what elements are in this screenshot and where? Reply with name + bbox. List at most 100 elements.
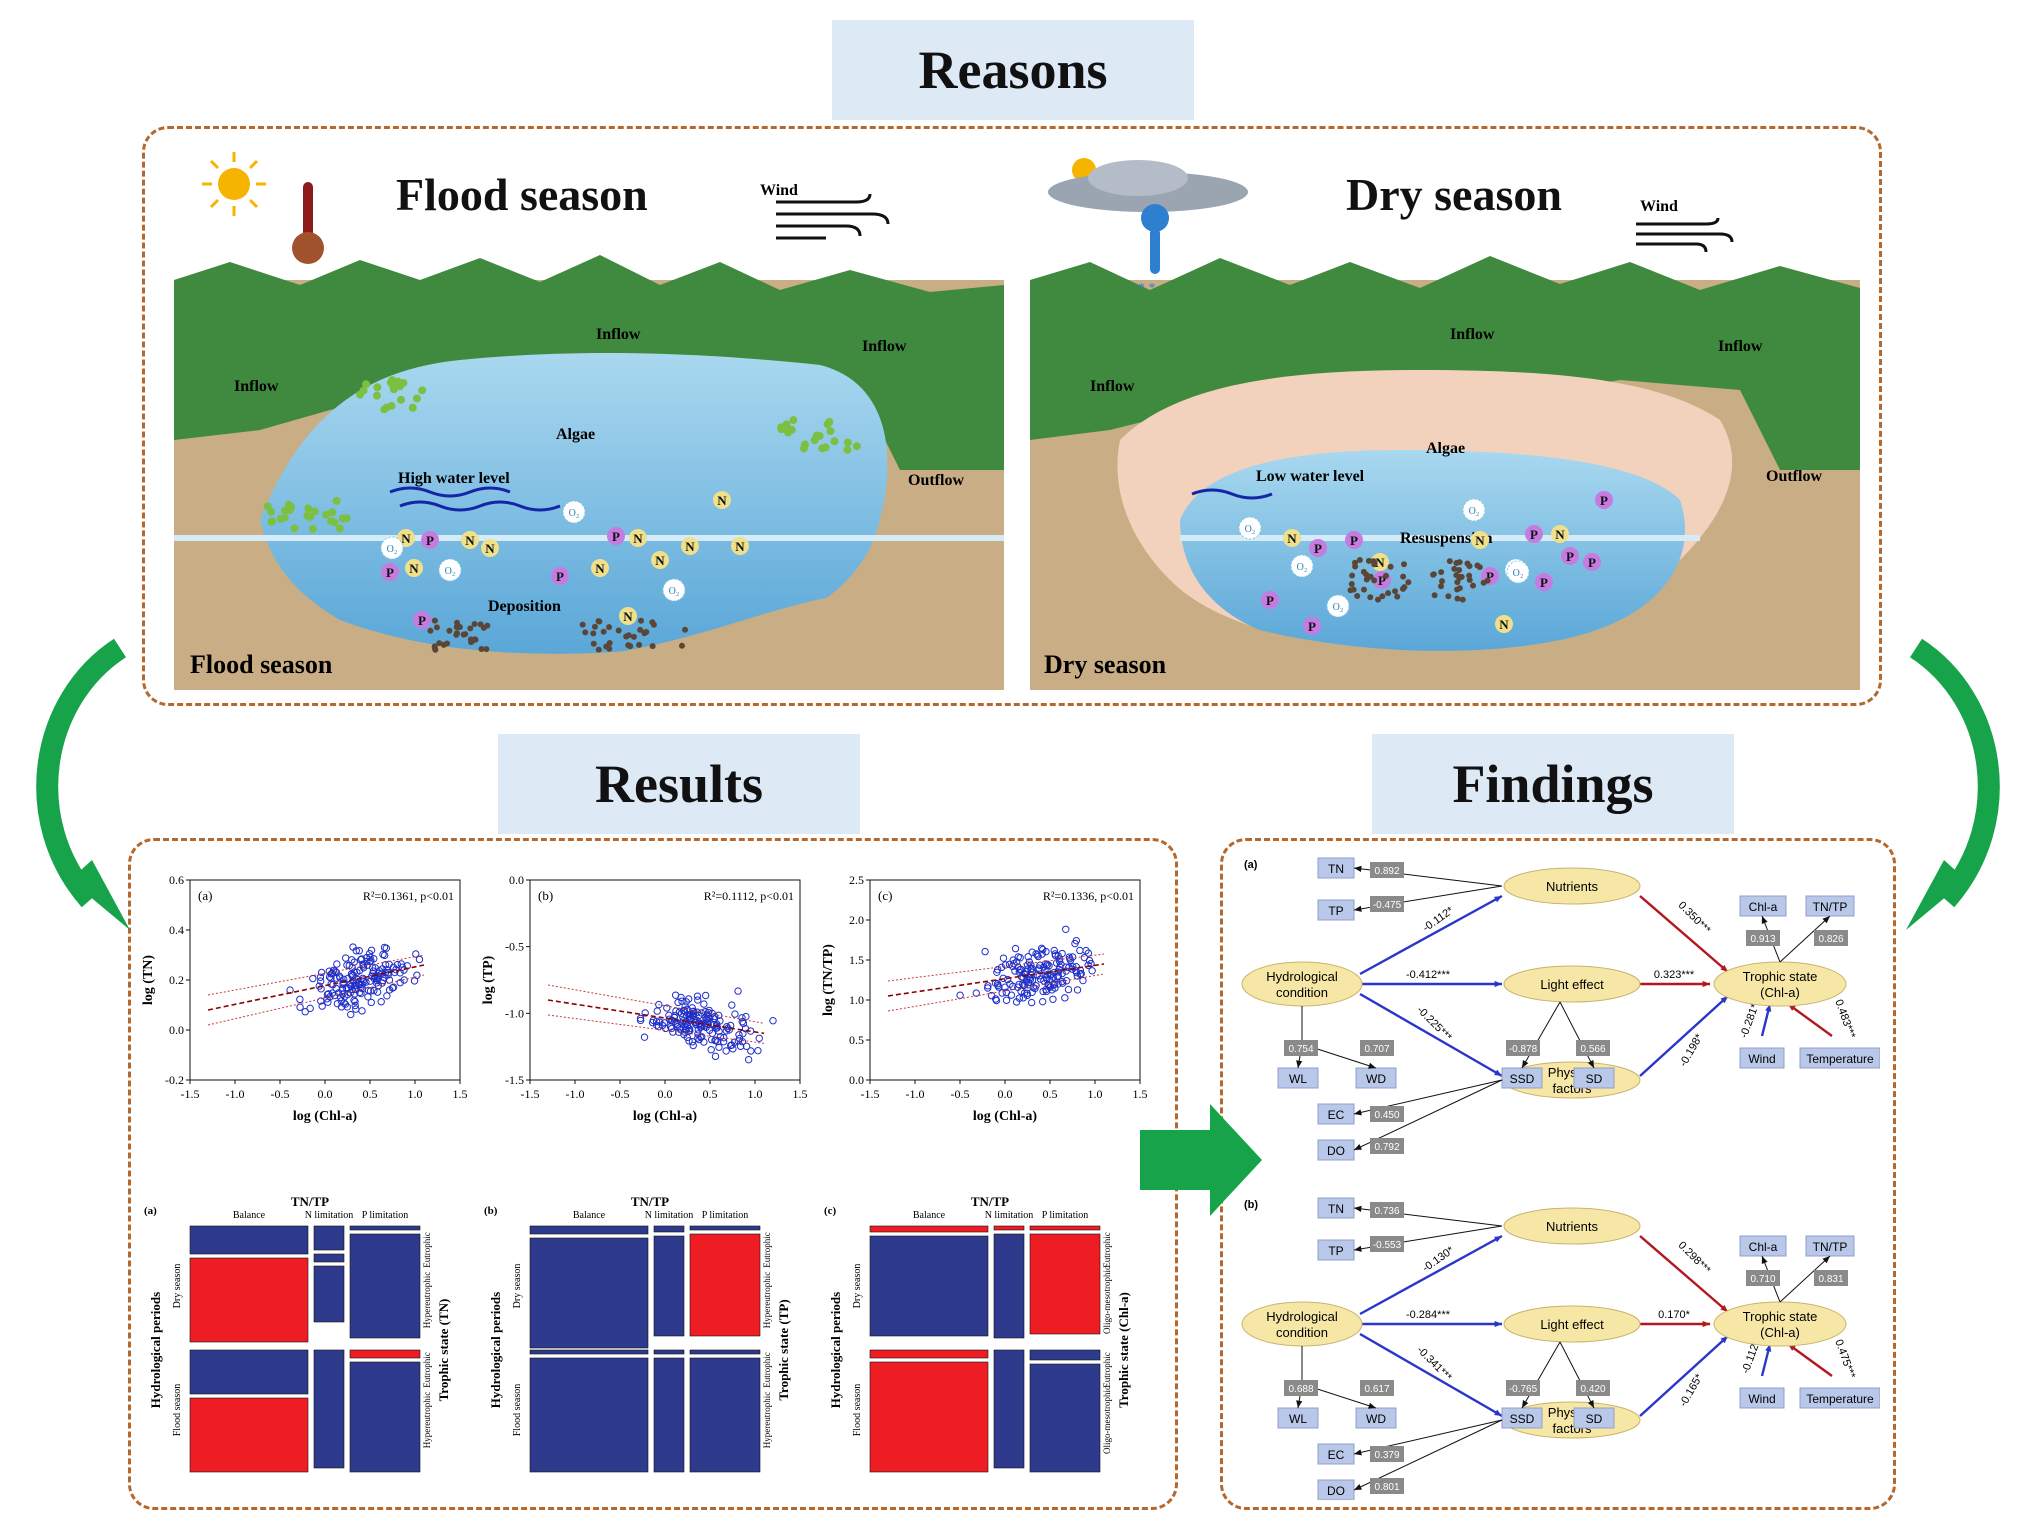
sediment-dot <box>1394 593 1401 600</box>
algae-dot <box>335 524 344 533</box>
sediment-dot <box>454 630 461 637</box>
flood-water-level-label: High water level <box>398 470 510 487</box>
sediment-dot <box>478 646 485 653</box>
nutrient-letter: P <box>1350 533 1358 548</box>
dry-inflow-label: Inflow <box>1450 326 1495 343</box>
ssd-box-label: SSD <box>1510 1072 1535 1086</box>
sediment-dot <box>623 633 630 640</box>
path-arrow <box>1639 1235 1729 1313</box>
oxygen-letter: O₂ <box>669 586 680 597</box>
arrowhead <box>1494 1069 1502 1076</box>
loading-box <box>1746 1270 1780 1286</box>
mosaic-right-label: Trophic state (TN) <box>436 1299 451 1402</box>
loading-box <box>1360 1040 1394 1056</box>
data-point <box>1028 988 1036 996</box>
mosaic-top-label: TN/TP <box>971 1194 1009 1209</box>
data-point <box>1082 946 1090 955</box>
data-point <box>1024 978 1033 987</box>
loading-box <box>1360 1380 1394 1396</box>
algae-dot <box>330 518 339 527</box>
y-axis-label: log (TN) <box>141 955 156 1006</box>
data-point <box>358 955 366 963</box>
data-point <box>653 1007 661 1015</box>
loading-value: 0.420 <box>1580 1384 1605 1395</box>
loading-value: 0.892 <box>1374 866 1399 877</box>
r2-annotation: R²=0.1112, p<0.01 <box>704 889 794 903</box>
data-point <box>682 998 690 1006</box>
trend-line <box>887 963 1105 997</box>
y-axis-label: log (TP) <box>481 955 496 1004</box>
oxygen-letter: O₂ <box>1297 562 1308 573</box>
nitrogen-marker <box>651 551 669 569</box>
data-point <box>316 977 325 985</box>
data-point <box>738 1014 746 1022</box>
data-point <box>1066 955 1074 963</box>
flood-corner-label: Flood season <box>190 650 333 679</box>
arrowhead <box>1761 916 1768 924</box>
right-arrowhead <box>1906 860 1966 930</box>
y-tick-label: 0.0 <box>509 873 524 887</box>
data-point <box>1071 939 1079 948</box>
mosaic-cell <box>689 1233 761 1337</box>
light-effect-node-label: Light effect <box>1540 977 1604 992</box>
x-tick-label: -1.5 <box>181 1087 200 1101</box>
data-point <box>378 979 386 987</box>
x-tick-label: 1.0 <box>748 1087 763 1101</box>
data-point <box>358 1007 366 1015</box>
loading-box <box>1746 930 1780 946</box>
data-point <box>667 1024 676 1033</box>
data-point <box>365 949 374 958</box>
sediment-dot <box>637 626 644 633</box>
data-point <box>296 1003 304 1011</box>
loading-box <box>1370 862 1404 878</box>
data-point <box>1038 997 1047 1006</box>
mosaic-y-label: Hydrological periods <box>148 1292 163 1408</box>
data-point <box>379 950 387 959</box>
arrowhead <box>1702 980 1710 988</box>
nitrogen-marker <box>681 537 699 555</box>
data-point <box>640 1033 649 1041</box>
mosaic-cell <box>349 1233 421 1339</box>
arrowhead <box>1354 1484 1362 1490</box>
trophic-state-node-label: Trophic state <box>1743 969 1818 984</box>
nutrient-letter: P <box>1314 541 1322 556</box>
data-point <box>693 992 702 1000</box>
sediment-dot <box>1445 593 1452 600</box>
confidence-band <box>207 974 425 1026</box>
data-point <box>686 1026 694 1035</box>
data-point <box>1084 961 1092 969</box>
data-point <box>1050 946 1058 955</box>
data-point <box>323 990 332 999</box>
results-header: Results <box>498 734 860 834</box>
trend-line <box>547 999 765 1035</box>
r2-annotation: R²=0.1336, p<0.01 <box>1043 889 1134 903</box>
algae-dot <box>388 376 397 385</box>
sediment-dot <box>630 633 637 640</box>
phosphorus-marker <box>1309 539 1327 557</box>
chla-box <box>1739 1235 1787 1257</box>
sediment-dot <box>1405 579 1412 586</box>
sediment-dot <box>432 646 439 653</box>
nutrient-letter: N <box>1475 533 1485 548</box>
mosaic-cell <box>869 1349 989 1359</box>
data-point <box>713 1022 721 1030</box>
phosphorus-marker <box>551 567 569 585</box>
data-point <box>715 1043 723 1051</box>
data-point <box>701 1007 709 1016</box>
data-point <box>333 960 341 968</box>
x-tick-label: -1.0 <box>226 1087 245 1101</box>
data-point <box>711 1052 720 1061</box>
nutrient-letter: N <box>735 539 745 554</box>
data-point <box>1042 947 1050 956</box>
sediment-dot <box>649 643 656 650</box>
temperature-box-label: Temperature <box>1806 1052 1874 1066</box>
data-point <box>994 966 1002 974</box>
data-point <box>364 993 372 1001</box>
data-point <box>1017 987 1025 995</box>
x-tick-label: 1.5 <box>793 1087 808 1101</box>
data-point <box>332 974 341 982</box>
data-point <box>720 1033 728 1042</box>
data-point <box>1040 963 1048 971</box>
